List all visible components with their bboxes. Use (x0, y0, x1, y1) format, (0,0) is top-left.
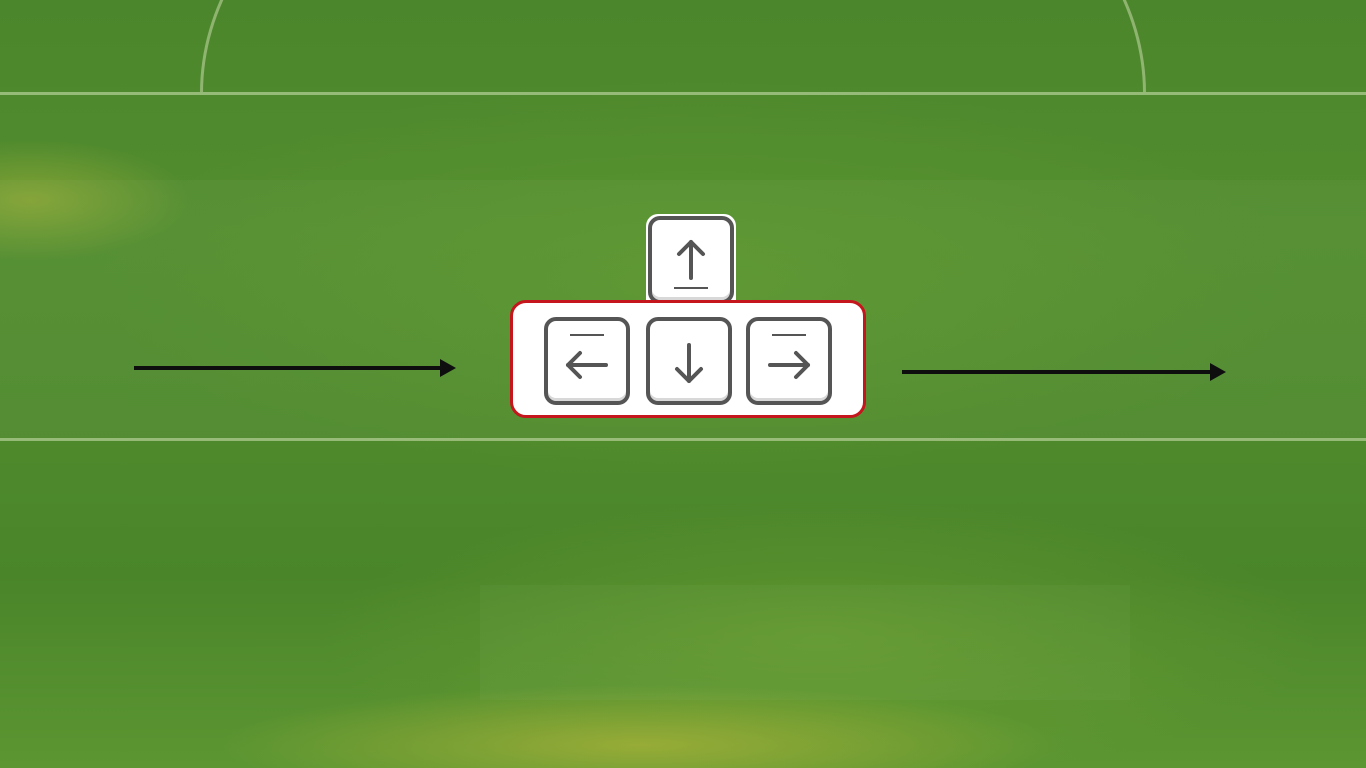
center-circle (0, 0, 1366, 92)
up-arrow-key[interactable] (648, 216, 734, 304)
left-arrow-key[interactable] (544, 317, 630, 405)
right-guide-arrow (902, 363, 1226, 381)
up-key-backdrop (646, 214, 736, 308)
middle-pitch-line (0, 438, 1366, 441)
top-pitch-line (0, 92, 1366, 95)
arrow-up-icon (674, 240, 708, 289)
arrow-right-icon (768, 334, 810, 379)
highlighted-keys-panel (510, 300, 866, 418)
arrow-down-icon (675, 343, 703, 383)
down-arrow-key[interactable] (646, 317, 732, 405)
arrow-left-icon (566, 334, 608, 379)
right-arrow-key[interactable] (746, 317, 832, 405)
center-circle-arc (200, 0, 1146, 92)
field-stripe (480, 585, 1130, 700)
left-guide-arrow (134, 359, 456, 377)
